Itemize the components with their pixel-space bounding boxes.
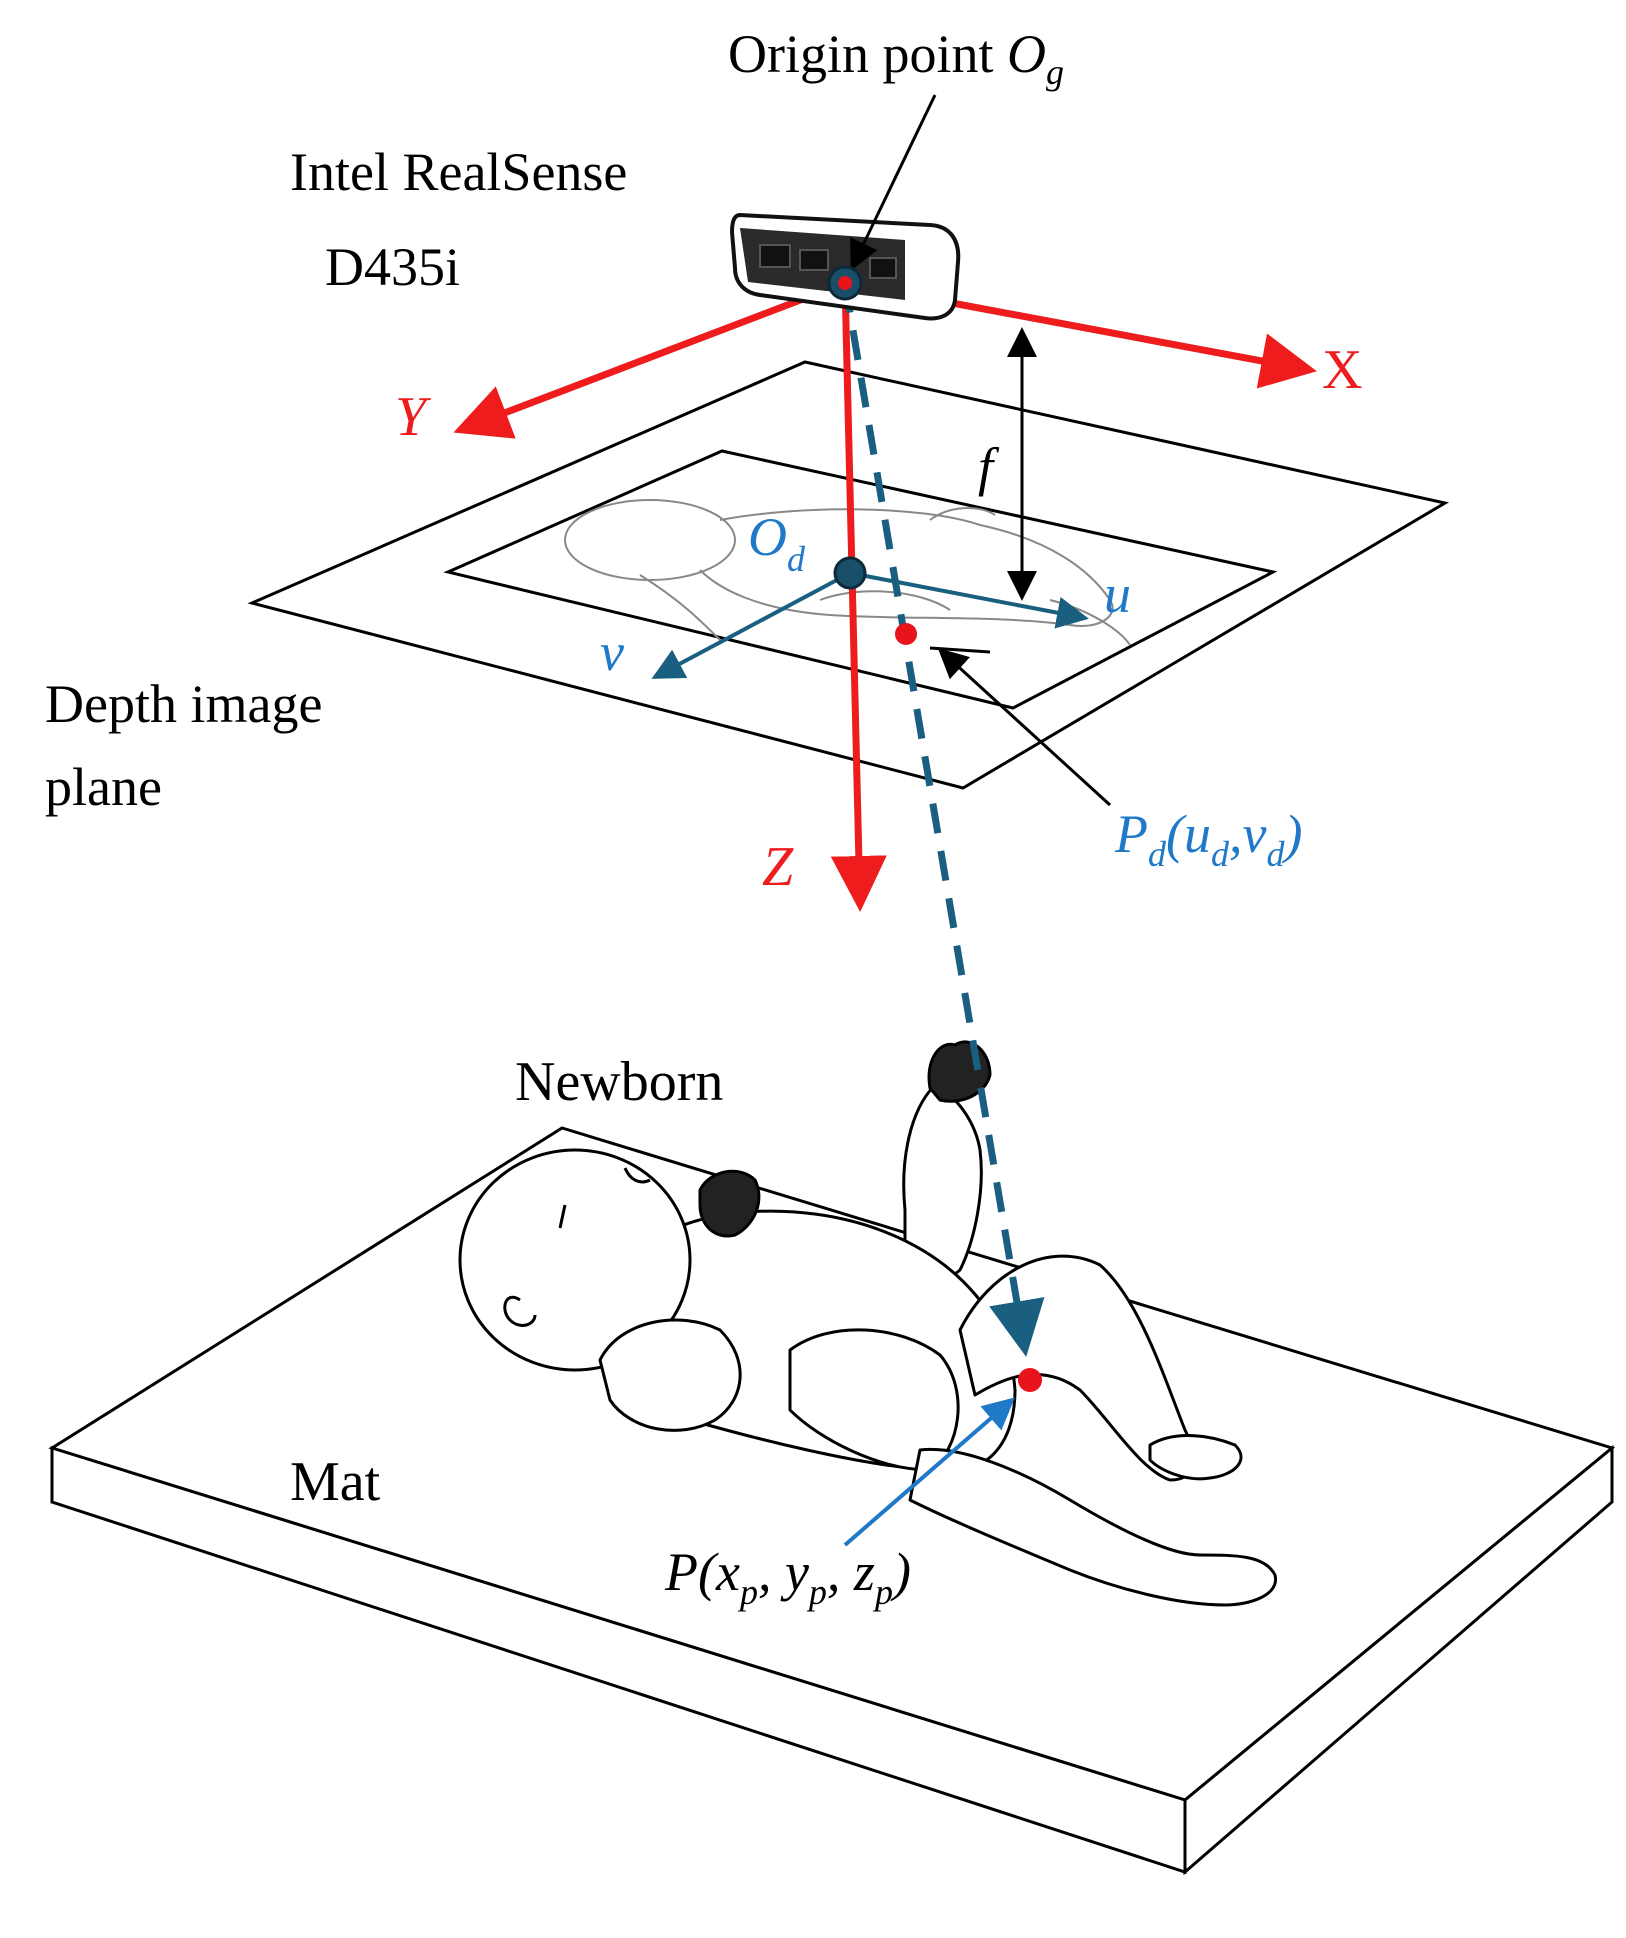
world-point-z: z (853, 1542, 875, 1602)
origin-subscript: g (1046, 52, 1064, 92)
newborn-leg-lower (908, 1447, 1277, 1607)
newborn-mouth (623, 1167, 651, 1184)
v-axis-arrow (651, 571, 851, 679)
mat-right-side (1183, 1444, 1614, 1876)
z-axis-label: Z (762, 836, 794, 898)
camera-name-line2: D435i (325, 237, 460, 297)
world-point-symbol: P (664, 1542, 698, 1602)
image-point-u-sub: d (1211, 834, 1230, 874)
newborn-near-hand (698, 1169, 761, 1238)
y-axis-arrow (453, 279, 847, 439)
origin-pointer-line (850, 94, 937, 271)
image-origin-marker (833, 556, 867, 590)
world-point-sep1: , (758, 1542, 785, 1602)
camera-name-line1: Intel RealSense (290, 142, 627, 202)
image-point-comma: , (1229, 804, 1243, 864)
world-point-open-paren: ( (698, 1542, 719, 1602)
mat-label: Mat (290, 1451, 381, 1513)
origin-label-prefix: Origin point (728, 24, 1007, 84)
world-point-x-sub: p (737, 1572, 758, 1612)
image-point-pointer (937, 647, 1112, 807)
image-point-open-paren: ( (1166, 804, 1187, 864)
image-plane-label-line1: Depth image (45, 674, 322, 734)
newborn-drawing (458, 1040, 1277, 1607)
world-point-close-paren: ) (890, 1542, 911, 1602)
newborn-eye (558, 1204, 567, 1229)
world-point-y-sub: p (806, 1572, 827, 1612)
newborn-near-arm (598, 1318, 742, 1432)
image-origin-subscript: d (787, 539, 806, 579)
world-point-sep2: , (827, 1542, 854, 1602)
image-point-symbol: P (1114, 804, 1148, 864)
world-point-pointer (843, 1397, 1016, 1547)
newborn-diaper (788, 1328, 960, 1472)
image-point-marker (895, 623, 917, 645)
x-axis-label: X (1322, 339, 1362, 401)
u-axis-arrow (849, 571, 1089, 629)
image-point-tick (929, 646, 991, 654)
image-point-close-paren: ) (1281, 804, 1302, 864)
image-axes (651, 571, 1089, 679)
newborn-head (458, 1148, 692, 1372)
image-plane-newborn-sketch (564, 499, 1131, 646)
z-axis-arrow (830, 282, 887, 912)
projection-ray (841, 282, 1045, 1357)
newborn-ear (503, 1296, 537, 1327)
image-plane-label-line2: plane (45, 757, 162, 817)
world-point-marker (1018, 1368, 1042, 1392)
u-axis-label: u (1104, 564, 1131, 624)
mat (48, 1126, 1616, 1876)
image-point-v: v (1242, 804, 1266, 864)
image-origin-symbol: O (748, 507, 787, 567)
v-axis-label: v (600, 622, 624, 682)
image-point-v-sub: d (1266, 834, 1285, 874)
camera-origin-marker (827, 265, 863, 301)
y-axis-label: Y (395, 386, 432, 448)
image-origin-label: Od (748, 507, 806, 579)
world-point-label: P(xp, yp, zp) (664, 1542, 911, 1612)
world-point-x: x (715, 1542, 740, 1602)
world-point-z-sub: p (872, 1572, 893, 1612)
image-point-u: u (1184, 804, 1211, 864)
image-point-subscript: d (1148, 834, 1167, 874)
image-point-label: Pd(ud,vd) (1114, 804, 1302, 874)
world-point-y: y (780, 1542, 809, 1602)
newborn-foot-upper (1148, 1434, 1243, 1481)
origin-label: Origin point Og (728, 24, 1064, 92)
origin-symbol: O (1007, 24, 1046, 84)
newborn-label: Newborn (515, 1051, 723, 1113)
